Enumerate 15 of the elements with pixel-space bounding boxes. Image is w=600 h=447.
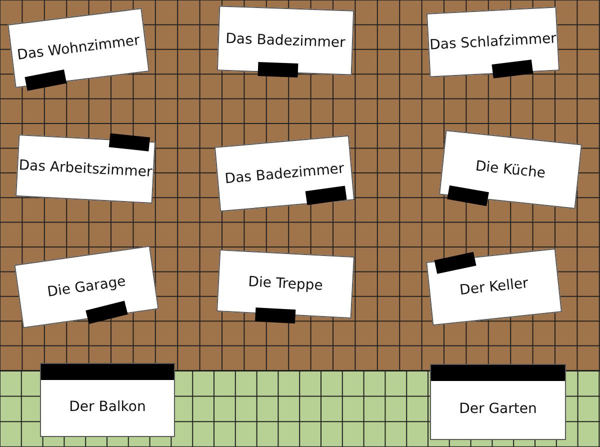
room-label: Der Balkon [69, 399, 146, 415]
room-label: Die Küche [474, 158, 546, 182]
room-label: Die Garage [46, 274, 127, 300]
room-label: Das Schlafzimmer [429, 30, 557, 54]
room-label: Der Keller [458, 275, 530, 299]
room-label: Das Badezimmer [225, 30, 346, 51]
room-label: Das Wohnzimmer [16, 32, 141, 64]
room-card [430, 364, 566, 440]
room-label: Die Treppe [248, 274, 324, 294]
room-card [40, 363, 175, 437]
room-card [216, 6, 354, 76]
room-label: Das Arbeitszimmer [18, 158, 153, 180]
room-label: Das Badezimmer [224, 160, 345, 187]
room-card [426, 6, 560, 78]
room-label: Der Garten [459, 401, 537, 417]
